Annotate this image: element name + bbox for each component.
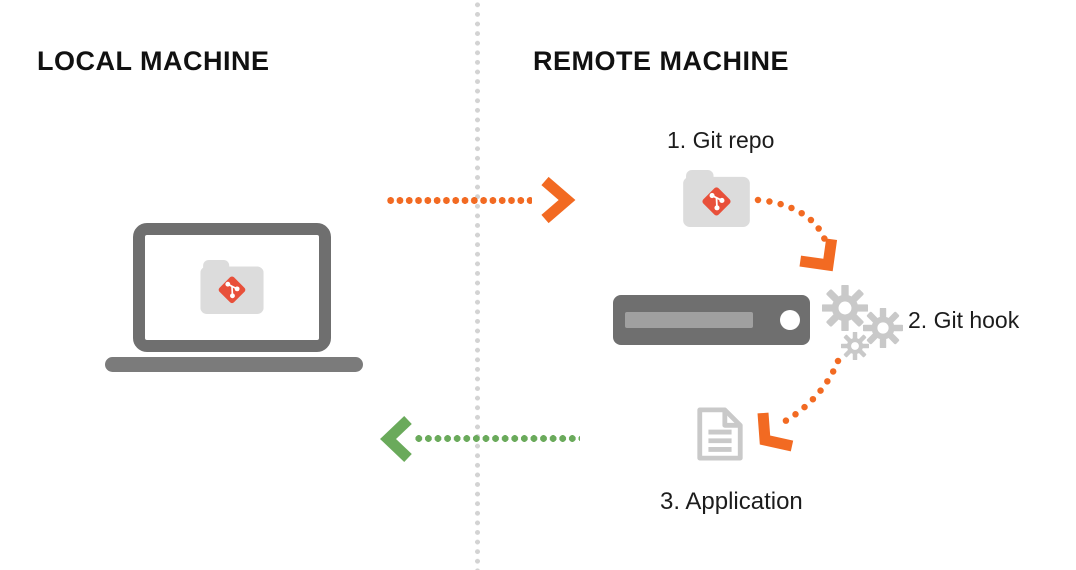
- laptop-base: [105, 357, 363, 372]
- repo-to-hook-arc-dots: [754, 196, 830, 247]
- server-drive-slot: [625, 312, 753, 328]
- push-arrow-dots: [386, 197, 532, 204]
- hook-to-app-arc-dots: [778, 357, 842, 427]
- repo-to-hook-arrowhead-icon: [799, 238, 838, 272]
- push-arrowhead-icon: [541, 176, 576, 224]
- step-2-label: 2. Git hook: [908, 307, 1020, 333]
- local-machine-title: LOCAL MACHINE: [37, 46, 270, 76]
- local-git-folder-icon: [200, 260, 264, 314]
- return-arrowhead-icon: [380, 416, 412, 462]
- divider-dotted-line: [475, 0, 480, 570]
- remote-git-folder-icon: [683, 170, 750, 227]
- gears-icon: [822, 285, 903, 360]
- laptop-icon: [133, 223, 331, 352]
- server-led: [780, 310, 800, 330]
- remote-machine-title: REMOTE MACHINE: [533, 46, 789, 76]
- return-arrow-dots: [414, 435, 580, 442]
- hook-to-app-arrowhead-icon: [757, 412, 794, 452]
- server-icon: [613, 295, 810, 345]
- step-3-label: 3. Application: [660, 488, 803, 515]
- document-icon: [693, 403, 747, 465]
- step-1-label: 1. Git repo: [667, 127, 775, 153]
